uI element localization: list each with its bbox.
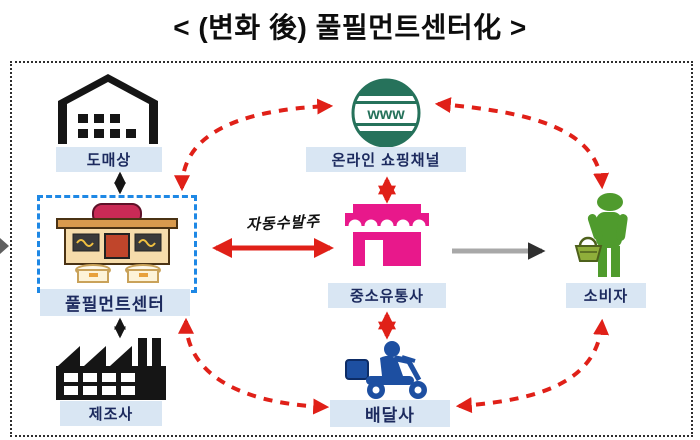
globe-www-text: www [366,106,405,123]
sme-store-icon [345,204,429,266]
warehouse-icon [58,74,158,144]
fulfillment-center-box [37,195,197,293]
online-channel-label: 온라인 쇼핑채널 [306,147,466,172]
diagram-frame [10,61,693,437]
consumer-label: 소비자 [566,283,646,308]
delivery-company-label: 배달사 [330,400,450,427]
factory-icon [56,338,166,400]
sme-distributor-label: 중소유통사 [328,283,446,308]
page-title: < (변화 後) 풀필먼트센터化 > [173,12,527,43]
consumer-person-icon [574,193,628,277]
wholesaler-label: 도매상 [56,147,162,172]
delivery-scooter-icon [345,341,427,399]
manufacturer-label: 제조사 [60,401,162,426]
fulfillment-center-label: 풀필먼트센터 [40,289,190,316]
page-edge-arrow-icon [0,238,9,254]
fulfillment-store-icon [56,203,178,283]
globe-www-icon: www [351,78,421,148]
